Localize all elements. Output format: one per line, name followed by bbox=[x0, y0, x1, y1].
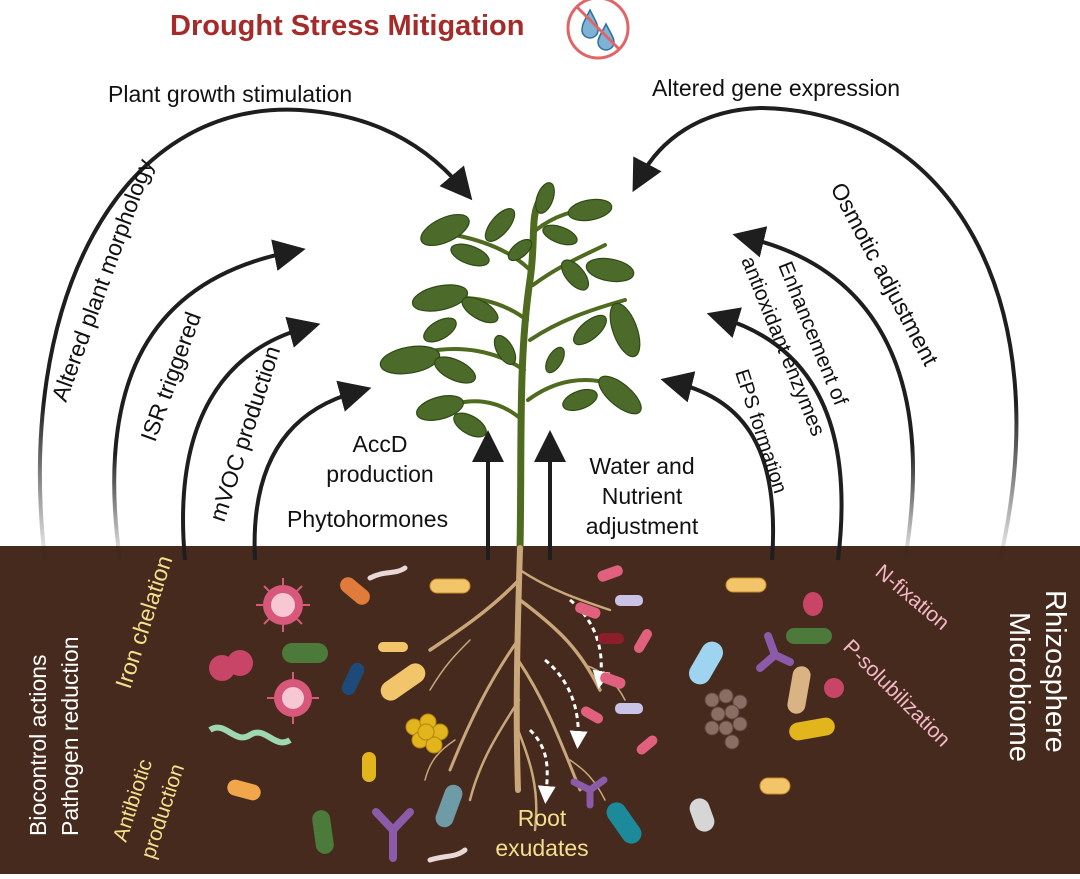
arrow-mvoc bbox=[252, 380, 372, 561]
arrow-osmotic bbox=[732, 226, 915, 561]
bacterium-icon bbox=[575, 602, 601, 619]
bacterium-icon bbox=[312, 810, 334, 854]
bacterium-icon bbox=[341, 662, 365, 696]
bacterium-icon bbox=[689, 641, 723, 685]
label-rhizosphere-1: Rhizosphere bbox=[1039, 590, 1071, 753]
page-title: Drought Stress Mitigation bbox=[170, 10, 524, 42]
bacterium-icon bbox=[689, 798, 715, 832]
bacterium-icon bbox=[380, 663, 426, 701]
soil-background bbox=[0, 546, 1080, 874]
bacterium-icon bbox=[789, 717, 835, 741]
antibody-icon bbox=[372, 808, 414, 862]
bacterium-icon bbox=[615, 595, 643, 606]
bacterium-icon bbox=[606, 802, 642, 844]
label-altered-morphology: Altered plant morphology bbox=[46, 155, 158, 405]
no-water-drops-icon bbox=[566, 0, 630, 60]
tomato-plant bbox=[379, 182, 642, 552]
antibody-icon bbox=[570, 776, 608, 809]
filament-icon bbox=[427, 847, 468, 863]
arrow-eps bbox=[660, 371, 776, 561]
label-biocontrol-2: Pathogen reduction bbox=[57, 637, 83, 837]
staph-cluster-icon bbox=[405, 713, 449, 754]
arrows-right bbox=[632, 105, 1019, 561]
label-gene-expression: Altered gene expression bbox=[652, 75, 900, 101]
bacterium-icon bbox=[634, 629, 652, 653]
label-accd-2: production bbox=[326, 461, 433, 487]
bacterium-icon bbox=[615, 703, 643, 714]
coccus-icon bbox=[227, 650, 253, 676]
label-water-3: adjustment bbox=[586, 513, 699, 539]
spirillum-icon bbox=[208, 724, 292, 746]
bacterium-icon bbox=[725, 577, 767, 593]
label-mvoc: mVOC production bbox=[204, 343, 285, 525]
bacterium-icon bbox=[362, 752, 376, 782]
bacterium-icon bbox=[597, 565, 623, 582]
microbes bbox=[208, 565, 844, 863]
bacterium-icon bbox=[282, 643, 328, 663]
bacterium-icon bbox=[340, 577, 370, 605]
virus-icon bbox=[267, 672, 319, 724]
label-accd-1: AccD bbox=[353, 431, 408, 457]
bacterium-icon bbox=[378, 642, 408, 652]
label-root-exudates-1: Root bbox=[518, 805, 567, 831]
label-water-1: Water and bbox=[589, 453, 694, 479]
antibody-icon bbox=[756, 632, 794, 672]
label-biocontrol-1: Biocontrol actions bbox=[25, 654, 51, 836]
arrow-altered-morphology bbox=[112, 239, 306, 561]
plant-leaves bbox=[379, 182, 642, 438]
virus-icon bbox=[256, 578, 310, 632]
bacterium-icon bbox=[786, 628, 832, 644]
arrow-plant-growth bbox=[37, 107, 473, 561]
bacterium-icon bbox=[759, 777, 791, 795]
bacterium-icon bbox=[429, 578, 471, 594]
label-root-exudates-2: exudates bbox=[495, 835, 588, 861]
bacterium-icon bbox=[580, 706, 604, 724]
label-eps: EPS formation bbox=[730, 367, 791, 496]
label-plant-growth: Plant growth stimulation bbox=[108, 81, 352, 107]
coccus-icon bbox=[824, 678, 844, 698]
label-water-2: Nutrient bbox=[602, 483, 683, 509]
arrow-isr bbox=[181, 316, 321, 561]
label-isr: ISR triggered bbox=[135, 308, 206, 444]
arrow-antioxidant bbox=[706, 307, 844, 561]
bacterium-icon bbox=[598, 633, 624, 644]
bacterium-icon bbox=[787, 666, 811, 714]
arrow-gene-expression bbox=[632, 105, 1019, 561]
arrows-left bbox=[37, 107, 566, 561]
filament-icon bbox=[367, 565, 408, 581]
spore-cluster-icon bbox=[704, 688, 748, 750]
label-phytohormones: Phytohormones bbox=[287, 506, 448, 532]
bacterium-icon bbox=[227, 779, 261, 801]
bacterium-icon bbox=[636, 735, 658, 755]
label-rhizosphere-2: Microbiome bbox=[1003, 612, 1035, 762]
coccus-icon bbox=[803, 592, 823, 616]
bacterium-icon bbox=[435, 784, 463, 828]
bacterium-icon bbox=[600, 672, 626, 689]
